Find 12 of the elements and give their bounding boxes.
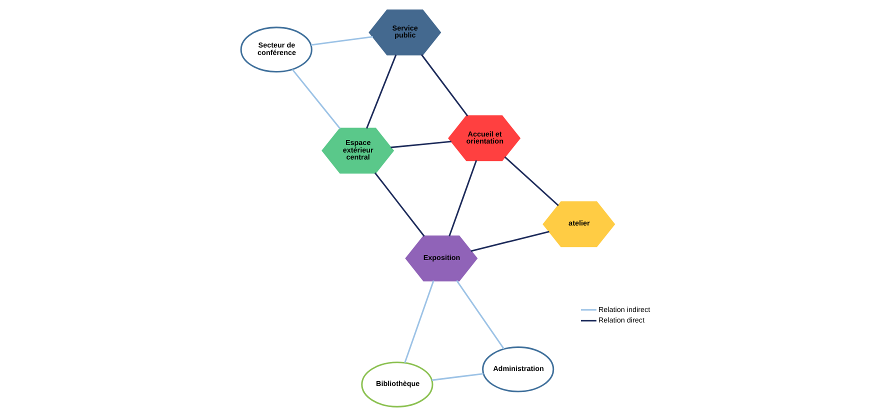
connector bbox=[504, 156, 558, 206]
connector bbox=[310, 36, 372, 46]
connector bbox=[448, 160, 477, 236]
connector bbox=[456, 280, 504, 350]
connector bbox=[374, 172, 424, 237]
connector bbox=[404, 280, 434, 363]
connector bbox=[291, 69, 340, 130]
connector bbox=[470, 230, 549, 252]
connector bbox=[420, 54, 468, 116]
connector bbox=[365, 54, 396, 129]
connector bbox=[390, 140, 451, 148]
connector bbox=[431, 372, 484, 381]
